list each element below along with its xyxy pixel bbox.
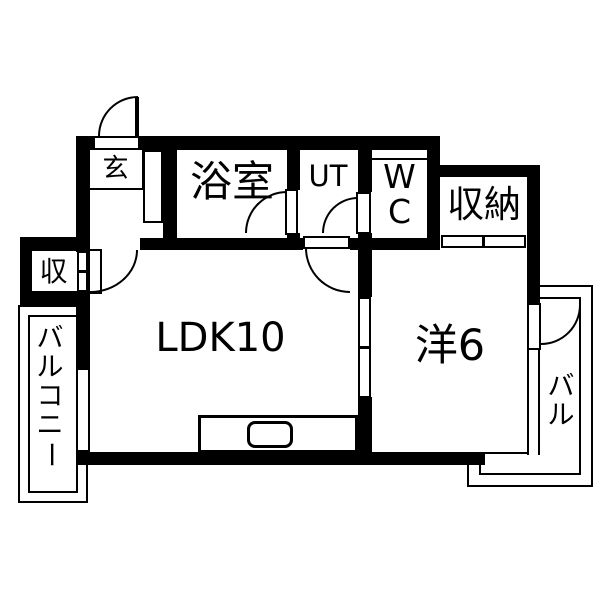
wall-left-middle (76, 292, 90, 370)
wall-left-upper (76, 136, 90, 252)
balcony-door-leaf (527, 303, 541, 350)
wall-closet-side-bottom (20, 291, 90, 305)
wall-closet-side-top (20, 237, 90, 251)
entrance-door-swing-arc (98, 96, 138, 136)
wall-ldk-western-lower (358, 397, 372, 465)
wall-mid-band-right (350, 238, 440, 250)
entrance-door-leaf (93, 136, 140, 150)
ldk-label: LDK10 (155, 315, 286, 361)
wc-fixture-line (372, 158, 427, 160)
ut-ldk-door-swing-arc (305, 248, 350, 293)
western-room-label: 洋6 (414, 321, 486, 372)
balcony-left-label: バルコニー (34, 323, 66, 468)
wall-ldk-western-upper (358, 250, 372, 297)
wall-bottom (78, 452, 485, 465)
utility-label: UT (308, 158, 348, 193)
bathroom-label: 浴室 (189, 156, 274, 206)
wall-mid-band-left (140, 238, 303, 250)
wall-closet-upper-top (427, 165, 540, 177)
hall-ldk-door-swing-arc (90, 250, 138, 293)
wall-wc-right (427, 136, 440, 250)
shoe-cabinet (143, 150, 163, 223)
closet-upper-sliding-door-panel-2 (483, 235, 526, 248)
closet-side-folding-door-panel-1 (77, 251, 88, 272)
closet-side-folding-door-panel-2 (77, 271, 88, 292)
toilet-label-text: WC (383, 157, 416, 231)
western-room-floor (372, 250, 527, 452)
closet-upper-sliding-door-panel-1 (441, 235, 484, 248)
window-western-right (527, 350, 540, 455)
wall-right-upper (527, 165, 540, 303)
wall-top-main (140, 136, 440, 150)
wall-hall-bathroom (163, 136, 177, 238)
closet-upper-label: 収納 (447, 182, 521, 226)
genkan-label: 玄 (102, 154, 129, 185)
toilet-label: WC (372, 150, 427, 240)
kitchen-sink (247, 421, 293, 448)
ldk-western-sliding-door-panel-1 (358, 297, 371, 348)
wall-closet-side-left (20, 237, 32, 305)
wc-door-leaf (356, 192, 371, 234)
wc-door-swing-arc (322, 197, 358, 233)
ldk-western-sliding-door-panel-2 (358, 347, 371, 398)
balcony-right-label: バル (547, 371, 575, 431)
wall-bathroom-ut-upper (287, 148, 300, 190)
window-ldk-left (76, 370, 90, 450)
window-sill-bottom-right (485, 452, 529, 454)
wall-ut-wc-upper (358, 148, 372, 192)
closet-side-label: 収 (39, 255, 68, 289)
